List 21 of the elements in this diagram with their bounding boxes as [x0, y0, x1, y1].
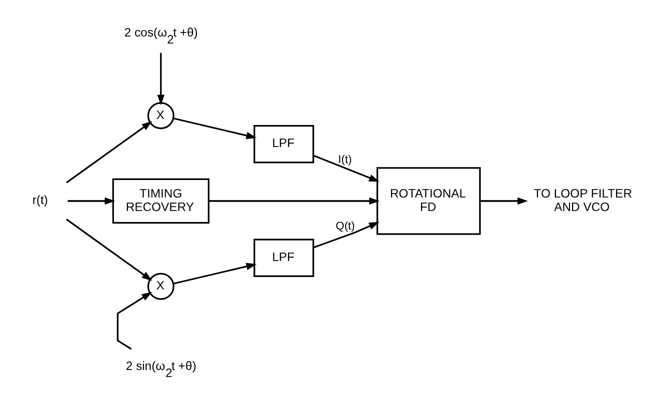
node-box: LPF — [254, 238, 314, 276]
arrow — [66, 218, 152, 280]
arrow — [173, 262, 257, 284]
node-circle: X — [147, 272, 174, 300]
arrow — [313, 221, 380, 248]
arrow — [68, 196, 116, 204]
arrow — [66, 120, 152, 183]
arrow — [116, 291, 152, 350]
arrow — [480, 196, 528, 204]
node-box: LPF — [254, 124, 314, 163]
edge-label: Q(t) — [336, 220, 355, 232]
arrow — [313, 154, 380, 182]
edge-label: I(t) — [338, 154, 352, 166]
node-box: TIMING RECOVERY — [112, 178, 210, 224]
arrow — [157, 52, 165, 105]
node-circle: X — [147, 102, 174, 129]
node-text: r(t) — [32, 192, 48, 207]
node-box: ROTATIONAL FD — [376, 166, 481, 234]
arrow — [208, 196, 380, 204]
node-text: TO LOOP FILTER AND VCO — [534, 186, 632, 214]
arrow — [173, 117, 257, 139]
